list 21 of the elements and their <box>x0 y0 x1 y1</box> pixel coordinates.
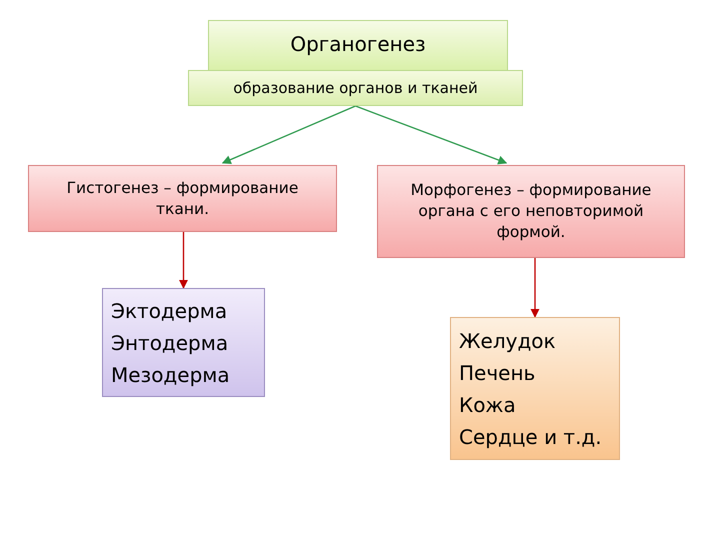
list-item: Эктодерма <box>111 298 228 324</box>
subtitle-text: образование органов и тканей <box>232 78 479 98</box>
arrow <box>355 105 508 164</box>
list-item: Сердце и т.д. <box>459 424 603 450</box>
list-box <box>450 317 620 460</box>
process-box <box>28 165 337 232</box>
arrow <box>222 105 356 164</box>
box-text: Гистогенез – формирование ткани. <box>66 178 300 220</box>
list-item: Желудок <box>459 328 557 354</box>
arrow <box>178 232 188 289</box>
subtitle-box <box>188 70 523 106</box>
list-item: Мезодерма <box>111 362 231 388</box>
list-item: Печень <box>459 360 536 386</box>
box-text: Морфогенез – формирование органа с его неповторимой формой. <box>410 180 652 243</box>
list-box <box>102 288 265 397</box>
title-box <box>208 20 508 72</box>
list-item: Кожа <box>459 392 517 418</box>
arrow <box>530 258 540 318</box>
list-item: Энтодерма <box>111 330 230 356</box>
title-text: Органогенез <box>289 31 427 58</box>
process-box <box>377 165 685 258</box>
